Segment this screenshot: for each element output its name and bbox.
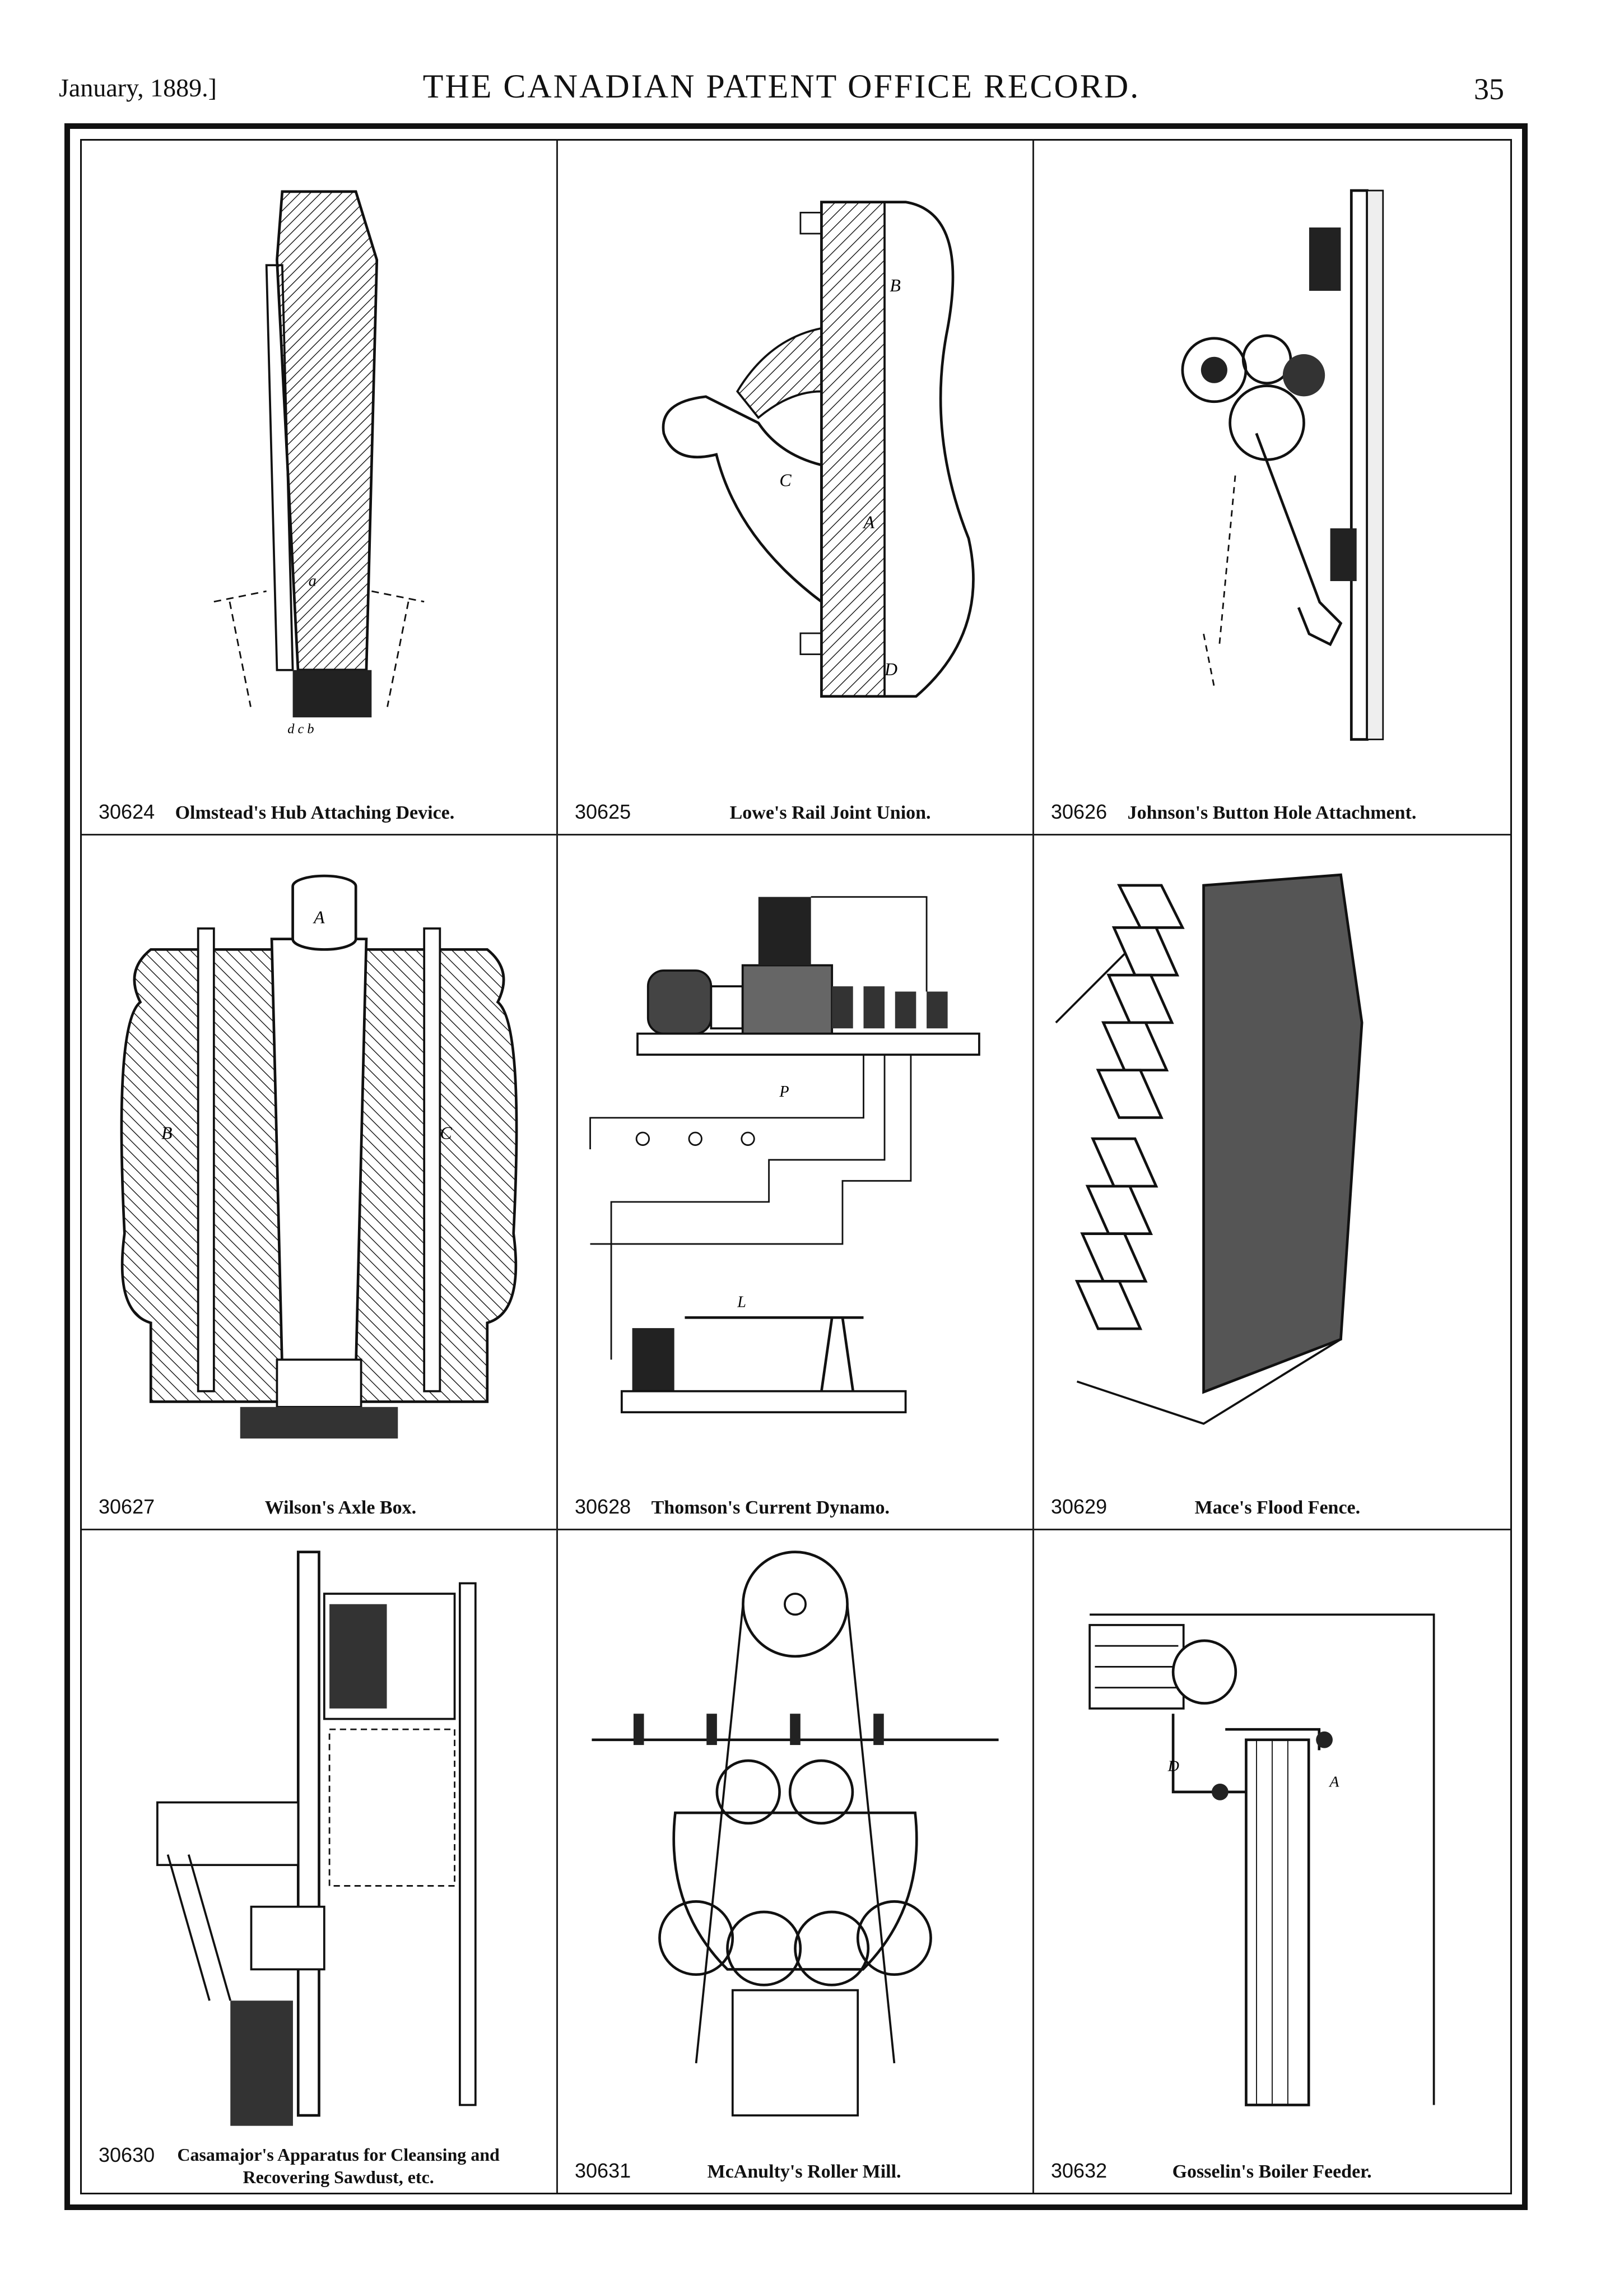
figure-number: 30625 [575, 800, 631, 823]
figure-cell: D A 30632 Gosselin's Boiler Feeder. [1034, 1530, 1510, 2193]
figure-cell: 30626 Johnson's Button Hole Attachment. [1034, 141, 1510, 835]
svg-text:B: B [890, 276, 900, 295]
figure-title: Mace's Flood Fence. [1194, 1497, 1361, 1518]
page-header: January, 1889.] THE CANADIAN PATENT OFFI… [59, 67, 1504, 118]
patent-drawing [93, 1542, 545, 2131]
figure-title: Johnson's Button Hole Attachment. [1127, 802, 1417, 823]
svg-text:C: C [779, 470, 792, 490]
patent-drawing [1045, 152, 1499, 783]
svg-text:C: C [440, 1123, 452, 1143]
figure-title: Gosselin's Boiler Feeder. [1172, 2161, 1372, 2182]
svg-text:d c b: d c b [287, 721, 314, 736]
patent-drawing: D A [1045, 1542, 1499, 2131]
svg-text:A: A [862, 512, 874, 532]
figure-cell: 30629 Mace's Flood Fence. [1034, 835, 1510, 1530]
patent-drawing: P L [569, 847, 1021, 1478]
patent-drawing: a d c b [93, 152, 545, 783]
issue-date: January, 1889.] [59, 73, 217, 102]
figure-title: Thomson's Current Dynamo. [651, 1497, 890, 1518]
figure-number: 30629 [1051, 1495, 1108, 1518]
figure-number: 30631 [575, 2159, 631, 2182]
figure-number: 30626 [1051, 800, 1108, 823]
figure-number: 30627 [99, 1495, 155, 1518]
figure-title: Olmstead's Hub Attaching Device. [175, 802, 455, 823]
svg-text:B: B [161, 1123, 172, 1143]
page-number: 35 [1474, 72, 1504, 106]
figure-cell: a d c b 30624 Olmstead's Hub Attaching D… [82, 141, 558, 835]
patent-drawing: B A D C [569, 152, 1021, 783]
figure-frame: a d c b 30624 Olmstead's Hub Attaching D… [64, 123, 1528, 2210]
figure-cell: B A D C 30625 Lowe's Rail Joint Union. [558, 141, 1034, 835]
figure-grid: a d c b 30624 Olmstead's Hub Attaching D… [82, 141, 1510, 2193]
figure-number: 30630 [99, 2143, 155, 2166]
svg-text:D: D [1167, 1758, 1179, 1775]
patent-drawing: A C B [93, 847, 545, 1478]
svg-text:L: L [737, 1294, 746, 1311]
svg-text:D: D [884, 660, 897, 679]
publication-title: THE CANADIAN PATENT OFFICE RECORD. [422, 68, 1141, 105]
svg-text:P: P [779, 1083, 789, 1101]
figure-title: Lowe's Rail Joint Union. [729, 802, 931, 823]
figure-title: Casamajor's Apparatus for Cleansing and … [177, 2145, 500, 2187]
figure-number: 30624 [99, 800, 155, 823]
svg-text:A: A [1328, 1774, 1339, 1791]
svg-text:a: a [309, 573, 317, 590]
figure-cell: 30631 McAnulty's Roller Mill. [558, 1530, 1034, 2193]
figure-title: McAnulty's Roller Mill. [707, 2161, 901, 2182]
figure-cell: P L 30628 Thomson's Current Dynamo. [558, 835, 1034, 1530]
patent-drawing [569, 1542, 1021, 2131]
figure-cell: A C B 30627 Wilson's Axle Box. [82, 835, 558, 1530]
figure-cell: 30630 Casamajor's Apparatus for Cleansin… [82, 1530, 558, 2193]
svg-text:A: A [313, 908, 325, 927]
figure-title: Wilson's Axle Box. [264, 1497, 417, 1518]
figure-number: 30632 [1051, 2159, 1108, 2182]
patent-drawing [1045, 847, 1499, 1478]
figure-number: 30628 [575, 1495, 631, 1518]
